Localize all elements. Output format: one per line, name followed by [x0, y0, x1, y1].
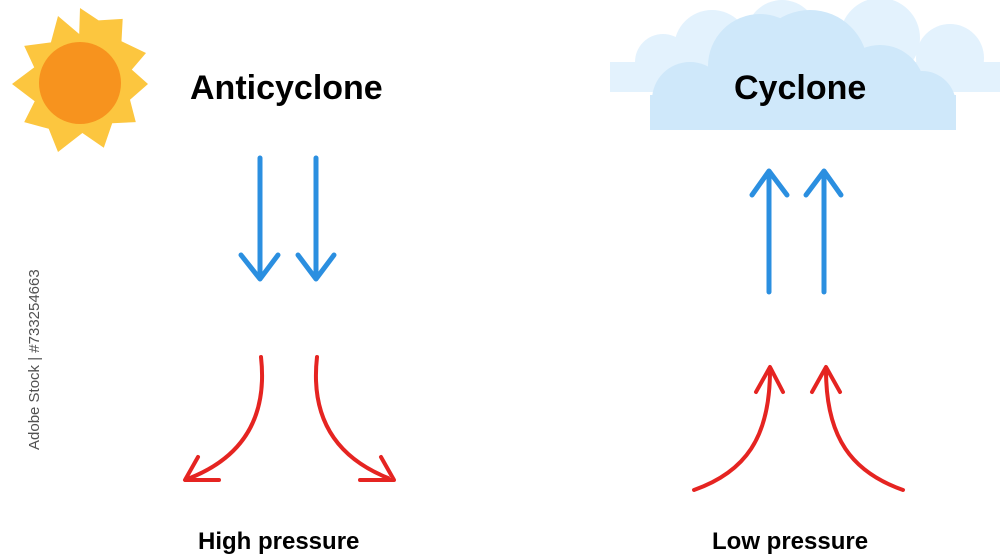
- cyclone-title: Cyclone: [734, 69, 867, 107]
- sun-icon: [12, 8, 148, 152]
- cloud-front: [650, 10, 956, 130]
- cloud-icon: [610, 0, 1000, 130]
- anticyclone-title: Anticyclone: [190, 69, 383, 107]
- descending-arrow-right: [295, 155, 337, 282]
- high-pressure-caption: High pressure: [198, 528, 360, 555]
- diverging-arrow-left: [183, 355, 264, 482]
- sun-core: [39, 42, 121, 124]
- converging-arrow-right: [810, 365, 905, 492]
- stock-watermark: Adobe Stock | #733254663: [26, 269, 43, 450]
- descending-arrow-left: [238, 155, 281, 282]
- rising-arrow-right: [803, 168, 844, 295]
- converging-arrow-left: [692, 365, 785, 492]
- rising-arrow-left: [749, 168, 790, 295]
- diverging-arrow-right: [314, 355, 396, 482]
- low-pressure-caption: Low pressure: [712, 528, 869, 555]
